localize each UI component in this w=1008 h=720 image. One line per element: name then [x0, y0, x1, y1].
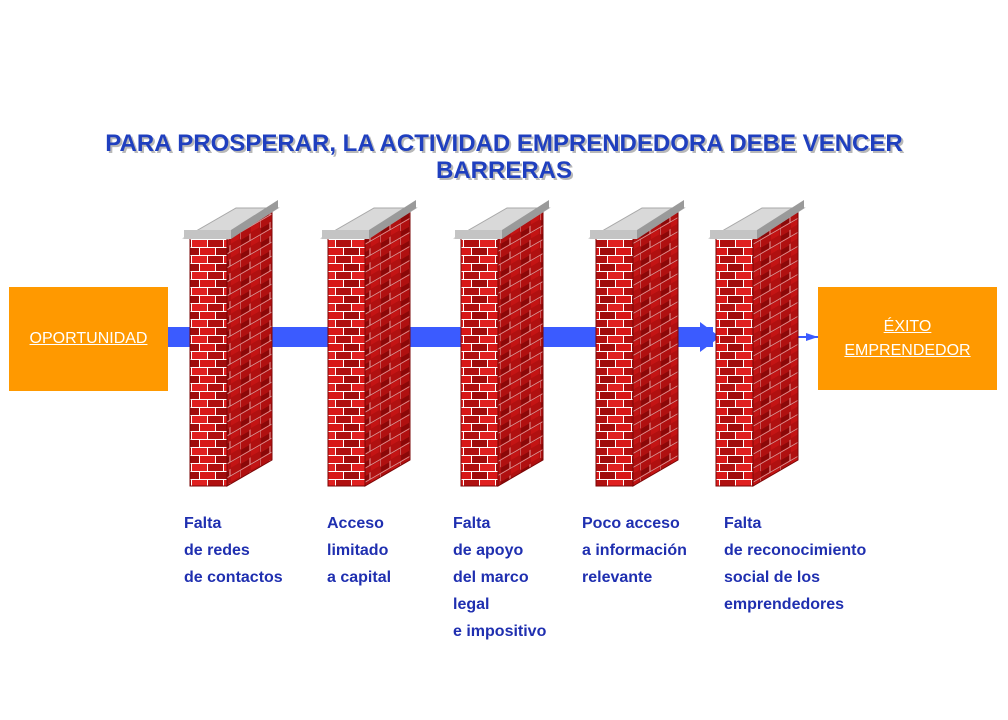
wall-side-face [752, 211, 799, 487]
success-label-line-2: EMPRENDEDOR [844, 341, 971, 359]
brick-wall-1 [182, 200, 280, 487]
barrier-1-line-1: Falta [184, 515, 222, 532]
opportunity-label: OPORTUNIDAD [29, 330, 148, 347]
wall-front-face [189, 237, 228, 487]
barrier-4-line-3: relevante [582, 569, 653, 586]
wall-front-face [460, 237, 499, 487]
barrier-1-line-3: de contactos [184, 569, 283, 586]
wall-front-face [595, 237, 634, 487]
arrow-shaft [168, 327, 713, 347]
barrier-5-line-1: Falta [724, 515, 762, 532]
walls [182, 200, 806, 487]
wall-cap-front [710, 230, 757, 239]
barrier-3-line-3: del marco [453, 569, 529, 586]
wall-front-face [715, 237, 754, 487]
barrier-label-2: Acceso limitado a capital [327, 510, 391, 591]
barrier-label-3: Falta de apoyo del marco legal e imposit… [453, 510, 546, 645]
brick-wall-5 [708, 200, 806, 487]
barrier-1-line-2: de redes [184, 542, 250, 559]
barrier-label-4: Poco acceso a información relevante [582, 510, 687, 591]
wall-cap-side [502, 200, 549, 239]
wall-cap-front [590, 230, 637, 239]
brick-wall-3 [453, 200, 551, 487]
wall-cap-side [637, 200, 684, 239]
wall-cap-front [184, 230, 231, 239]
barrier-3-line-4: legal [453, 596, 490, 613]
barrier-5-line-4: emprendedores [724, 596, 845, 613]
wall-side-face [364, 211, 411, 487]
wall-front-face [327, 237, 366, 487]
wall-side-face [497, 211, 544, 487]
wall-side-face [632, 211, 679, 487]
title-line-2: BARRERAS [435, 157, 572, 184]
wall-side-face [226, 211, 273, 487]
wall-cap-side [231, 200, 278, 239]
wall-cap-side [369, 200, 416, 239]
title-line-1: PARA PROSPERAR, LA ACTIVIDAD EMPRENDEDOR… [105, 130, 903, 157]
barrier-4-line-1: Poco acceso [582, 515, 680, 532]
wall-cap-front [322, 230, 369, 239]
success-label-line-1: ÉXITO [883, 317, 932, 335]
opportunity-box: OPORTUNIDAD [9, 287, 168, 391]
barrier-2-line-3: a capital [327, 569, 392, 586]
success-box: ÉXITO EMPRENDEDOR [818, 287, 997, 390]
brick-wall-4 [588, 200, 686, 487]
barrier-label-1: Falta de redes de contactos [184, 510, 283, 591]
barrier-2-line-2: limitado [327, 542, 389, 559]
barrier-label-5: Falta de reconocimiento social de los em… [724, 510, 866, 618]
barrier-5-line-3: social de los [724, 569, 821, 586]
brick-wall-2 [320, 200, 418, 487]
barrier-5-line-2: de reconocimiento [724, 542, 867, 559]
barrier-3-line-2: de apoyo [453, 542, 524, 559]
wall-cap-side [757, 200, 804, 239]
wall-cap-front [455, 230, 502, 239]
barrier-2-line-1: Acceso [327, 515, 384, 532]
barrier-4-line-2: a información [582, 542, 687, 559]
arrow-head [806, 333, 818, 341]
barrier-3-line-1: Falta [453, 515, 491, 532]
page-title: PARA PROSPERAR, LA ACTIVIDAD EMPRENDEDOR… [40, 130, 968, 184]
arrow-segment-end [700, 322, 720, 352]
barrier-3-line-5: e impositivo [453, 623, 547, 640]
